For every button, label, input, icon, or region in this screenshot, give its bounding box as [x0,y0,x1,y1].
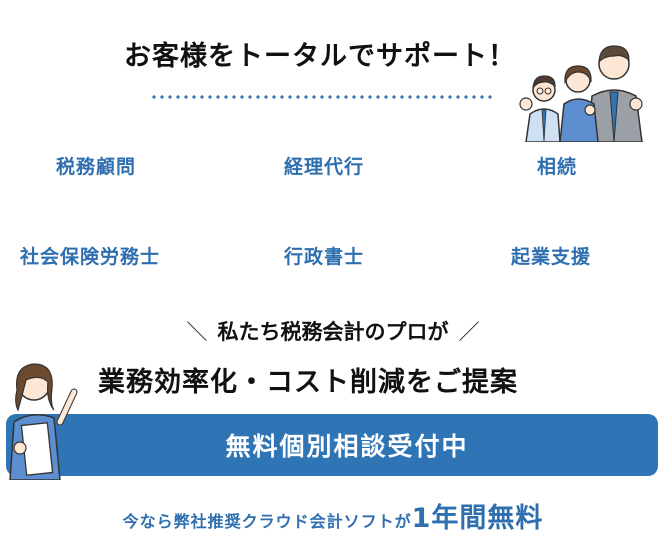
service-labor-consultant: 社会保険労務士 [20,246,161,268]
free-consultation-banner[interactable]: 無料個別相談受付中 [6,414,658,476]
business-team-illustration [519,45,643,142]
service-accounting-outsourcing: 経理代行 [284,156,365,178]
service-tax-advisory: 税務顧問 [56,156,137,178]
service-startup-support: 起業支援 [511,246,592,268]
dotted-divider [150,95,496,99]
banner-label: 無料個別相談受付中 [225,432,469,461]
tagline-open-mark: ＼ [186,320,208,344]
footer-emphasis: 1年間無料 [411,503,544,534]
promo-footer: 今なら弊社推奨クラウド会計ソフトが1年間無料 [0,496,666,535]
service-administrative-scrivener: 行政書士 [284,246,365,268]
service-inheritance: 相続 [537,156,578,178]
promo-tagline: ＼ 私たち税務会計のプロが ／ [0,316,666,346]
footer-text: 今なら弊社推奨クラウド会計ソフトが [122,512,412,531]
section-title: お客様をトータルでサポート！ [124,41,516,72]
tagline-text: 私たち税務会計のプロが [217,320,449,344]
tagline-close-mark: ／ [458,320,480,344]
promo-headline: 業務効率化・コスト削減をご提案 [98,367,518,398]
consultant-woman-illustration [9,363,78,480]
